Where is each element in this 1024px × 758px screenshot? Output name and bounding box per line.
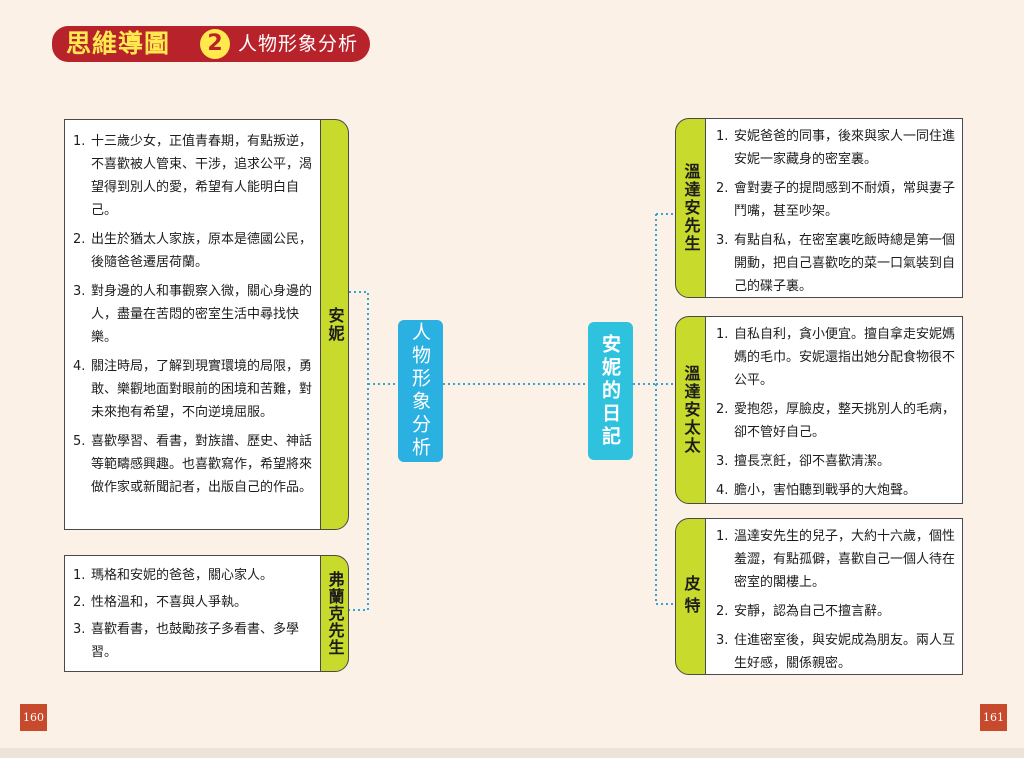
anne-trait-list: 1.十三歲少女，正值青春期，有點叛逆，不喜歡被人管束、干涉，追求公平，渴望得到別…: [73, 130, 317, 505]
card-mr-van-daan: 1.安妮爸爸的同事，後來與家人一同住進安妮一家藏身的密室裏。 2.會對妻子的提問…: [705, 118, 963, 298]
page-bottom-edge: [0, 748, 1024, 758]
list-item: 2.愛抱怨，厚臉皮，整天挑別人的毛病，卻不管好自己。: [716, 402, 956, 440]
card-anne: 1.十三歲少女，正值青春期，有點叛逆，不喜歡被人管束、干涉，追求公平，渴望得到別…: [64, 119, 322, 530]
list-item: 1.十三歲少女，正值青春期，有點叛逆，不喜歡被人管束、干涉，追求公平，渴望得到別…: [73, 134, 313, 218]
tab-anne: 安妮: [320, 119, 349, 530]
list-item: 1.自私自利，貪小便宜。擅自拿走安妮媽媽的毛巾。安妮還指出她分配食物很不公平。: [716, 327, 956, 388]
card-peter: 1.溫達安先生的兒子，大約十六歲，個性羞澀，有點孤僻，喜歡自己一個人待在密室的閣…: [705, 518, 963, 675]
page-number-right: 161: [980, 704, 1007, 731]
list-item: 3.有點自私，在密室裏吃飯時總是第一個開動，把自己喜歡吃的菜一口氣裝到自己的碟子…: [716, 233, 956, 294]
list-item: 3.住進密室後，與安妮成為朋友。兩人互生好感，關係親密。: [716, 633, 956, 671]
list-item: 2.會對妻子的提問感到不耐煩，常與妻子鬥嘴，甚至吵架。: [716, 181, 956, 219]
tab-label-peter: 皮特: [681, 574, 701, 619]
list-item: 3.擅長烹飪，卻不喜歡清潔。: [716, 454, 891, 469]
list-item: 3.喜歡看書，也鼓勵孩子多看書、多學習。: [73, 622, 300, 660]
list-item: 3.對身邊的人和事觀察入微，關心身邊的人，盡量在苦悶的密室生活中尋找快樂。: [73, 284, 313, 345]
list-item: 1.瑪格和安妮的爸爸，關心家人。: [73, 568, 274, 583]
mr-van-daan-trait-list: 1.安妮爸爸的同事，後來與家人一同住進安妮一家藏身的密室裏。 2.會對妻子的提問…: [716, 125, 958, 298]
tab-mrs-van-daan: 溫達安太太: [675, 316, 706, 504]
list-item: 5.喜歡學習、看書，對族譜、歷史、神話等範疇感興趣。也喜歡寫作，希望將來做作家或…: [73, 434, 313, 495]
card-frank: 1.瑪格和安妮的爸爸，關心家人。 2.性格溫和，不喜與人爭執。 3.喜歡看書，也…: [64, 555, 322, 672]
tab-frank: 弗蘭克先生: [320, 555, 349, 672]
list-item: 2.安靜，認為自己不擅言辭。: [716, 604, 891, 619]
card-mrs-van-daan: 1.自私自利，貪小便宜。擅自拿走安妮媽媽的毛巾。安妮還指出她分配食物很不公平。 …: [705, 316, 963, 504]
list-item: 1.安妮爸爸的同事，後來與家人一同住進安妮一家藏身的密室裏。: [716, 129, 956, 167]
title-banner: 思維導圖 2 人物形象分析: [52, 26, 370, 62]
center-node-diary: 安妮的日記: [588, 322, 633, 460]
center-node-character-analysis: 人物形象分析: [398, 320, 443, 462]
banner-title: 思維導圖: [66, 29, 171, 58]
frank-trait-list: 1.瑪格和安妮的爸爸，關心家人。 2.性格溫和，不喜與人爭執。 3.喜歡看書，也…: [73, 564, 317, 664]
page-number-left: 160: [20, 704, 47, 731]
tab-label-anne: 安妮: [325, 306, 345, 343]
tab-label-frank: 弗蘭克先生: [325, 571, 345, 656]
banner-number-badge: 2: [200, 29, 230, 59]
list-item: 2.出生於猶太人家族，原本是德國公民，後隨爸爸遷居荷蘭。: [73, 232, 313, 270]
list-item: 4.關注時局，了解到現實環境的局限，勇敢、樂觀地面對眼前的困境和苦難，對未來抱有…: [73, 359, 313, 420]
list-item: 1.溫達安先生的兒子，大約十六歲，個性羞澀，有點孤僻，喜歡自己一個人待在密室的閣…: [716, 529, 956, 590]
tab-label-mr-van-daan: 溫達安先生: [681, 163, 701, 253]
tab-mr-van-daan: 溫達安先生: [675, 118, 706, 298]
banner-subtitle: 人物形象分析: [238, 33, 359, 55]
tab-peter: 皮特: [675, 518, 706, 675]
tab-label-mrs-van-daan: 溫達安太太: [681, 365, 701, 455]
peter-trait-list: 1.溫達安先生的兒子，大約十六歲，個性羞澀，有點孤僻，喜歡自己一個人待在密室的閣…: [716, 525, 958, 675]
mrs-van-daan-trait-list: 1.自私自利，貪小便宜。擅自拿走安妮媽媽的毛巾。安妮還指出她分配食物很不公平。 …: [716, 323, 958, 502]
list-item: 2.性格溫和，不喜與人爭執。: [73, 595, 248, 610]
list-item: 4.膽小，害怕聽到戰爭的大炮聲。: [716, 483, 917, 498]
